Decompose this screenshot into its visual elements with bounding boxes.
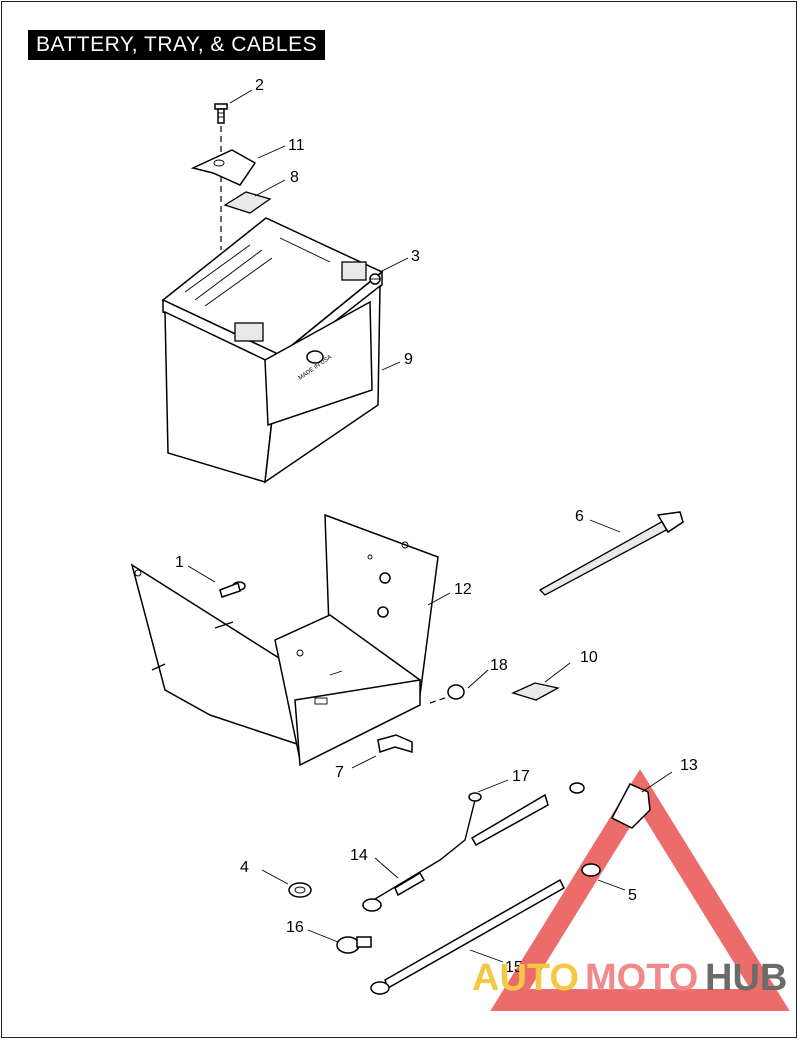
- part-label-10: [511, 682, 560, 701]
- part-cable-17: [470, 782, 585, 847]
- part-boot-13: [610, 783, 651, 829]
- callout-17: 17: [512, 768, 530, 785]
- part-washer-4: [288, 882, 312, 898]
- part-cable-strap-6: [538, 511, 684, 596]
- callout-7: 7: [335, 764, 344, 781]
- callout-14: 14: [350, 847, 368, 864]
- watermark-logo: [490, 769, 790, 1011]
- part-screw-2: [214, 103, 228, 250]
- callout-13: 13: [680, 757, 698, 774]
- callout-10: 10: [580, 649, 598, 666]
- callout-15: 15: [505, 959, 523, 976]
- callout-6: 6: [575, 508, 584, 525]
- watermark-part-hub: HUB: [705, 957, 787, 999]
- callout-8: 8: [290, 169, 299, 186]
- part-screw-1: [219, 581, 246, 598]
- part-cable-15: [370, 863, 601, 995]
- part-terminal-16: [336, 936, 372, 954]
- part-bolt-3: [369, 273, 381, 285]
- leader-lines: [187, 89, 673, 963]
- callout-18: 18: [490, 657, 508, 674]
- callout-1: 1: [175, 554, 184, 571]
- callout-9: 9: [404, 351, 413, 368]
- callout-2: 2: [255, 77, 264, 94]
- watermark-triangle-icon: [490, 769, 790, 1011]
- part-clamp-11: [190, 149, 257, 186]
- page-title: BATTERY, TRAY, & CABLES: [28, 30, 326, 60]
- callout-11: 11: [288, 137, 305, 154]
- watermark-part-moto: MOTO: [585, 957, 698, 999]
- watermark-text: AUTO MOTO HUB: [472, 957, 787, 999]
- callout-5: 5: [628, 887, 637, 904]
- callout-4: 4: [240, 859, 249, 876]
- part-cable-14: [362, 792, 482, 912]
- callouts: 2 11 8 3 9 6 1 12 18 10 7 13 17 14 4 5 1…: [175, 77, 698, 976]
- callout-12: 12: [454, 581, 472, 598]
- watermark-part-auto: AUTO: [472, 957, 579, 999]
- part-tray-12: [130, 513, 439, 767]
- part-pad-8: [223, 191, 272, 214]
- part-nut-18: [429, 684, 465, 704]
- part-battery-9: MADE IN USA: [161, 217, 384, 484]
- callout-16: 16: [286, 919, 304, 936]
- part-clip-7: [377, 734, 413, 754]
- callout-3: 3: [411, 248, 420, 265]
